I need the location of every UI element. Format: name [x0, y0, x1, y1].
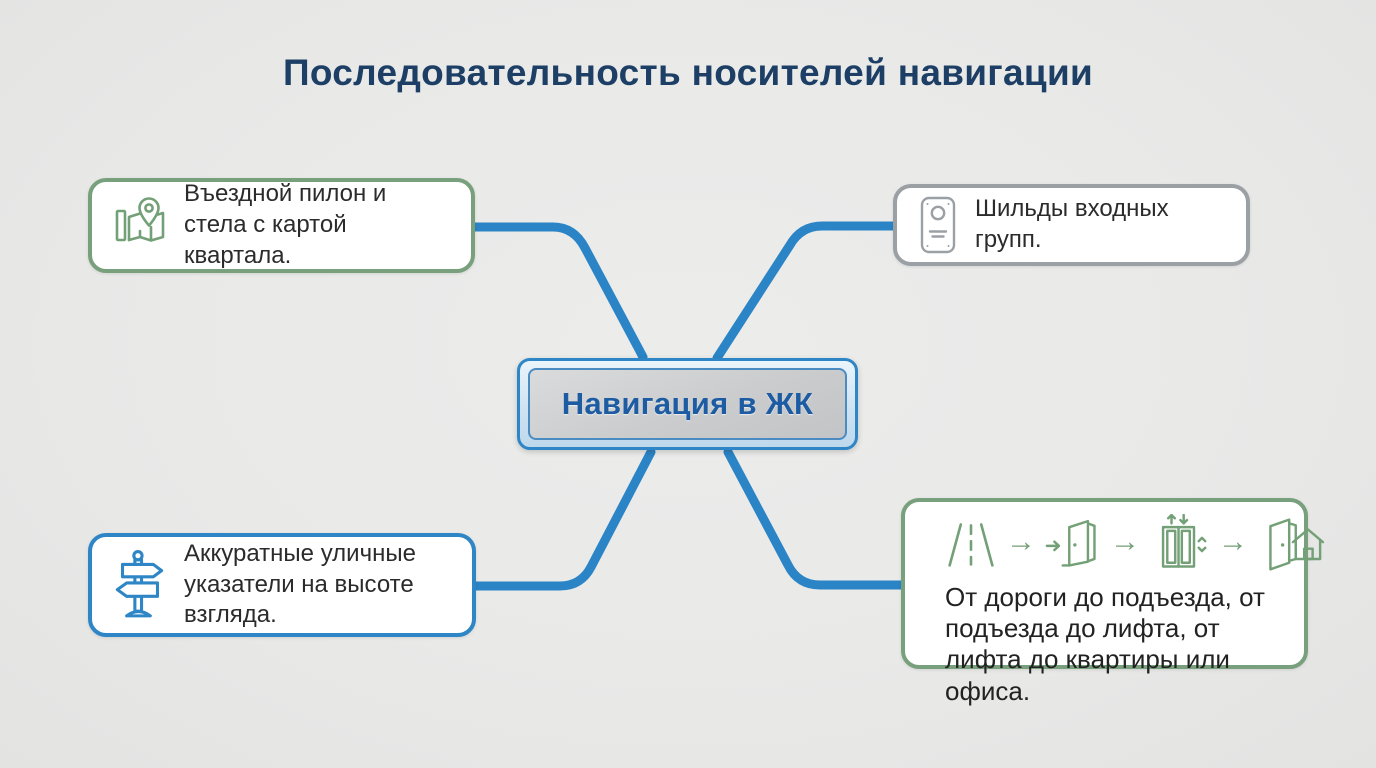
box-street-signs-text: Аккуратные уличные указатели на высоте в… [184, 539, 416, 629]
center-node-label: Навигация в ЖК [561, 386, 814, 421]
box-entry-pylon-text: Въездной пилон и стела с картой квартала… [184, 180, 387, 269]
box-entrance-plaques: Шильды входных групп. [893, 184, 1250, 266]
box-entry-pylon: Въездной пилон и стела с картой квартала… [88, 178, 475, 273]
connector-bottom-right [723, 447, 908, 590]
door-home-icon [1269, 518, 1325, 571]
route-icons-row: → → → [945, 514, 1327, 574]
connector-top-left [470, 222, 648, 362]
box-route-chain: → → → [901, 498, 1325, 706]
box-route-chain-text: От дороги до подъезда, от подъезда до ли… [945, 582, 1265, 706]
door-entry-icon [1045, 519, 1096, 567]
elevator-icon [1161, 514, 1207, 568]
box-entrance-plaques-text: Шильды входных групп. [975, 195, 1169, 253]
connector-bottom-left [471, 447, 656, 591]
center-node-plate: Навигация в ЖК [528, 368, 847, 440]
connector-top-right [712, 221, 898, 363]
map-with-pin-icon [115, 196, 165, 242]
center-node: Навигация в ЖК [517, 358, 858, 450]
page-title: Последовательность носителей навигации [282, 52, 1094, 93]
intercom-plaque-icon [920, 196, 956, 254]
signpost-icon [115, 550, 164, 618]
box-street-signs: Аккуратные уличные указатели на высоте в… [88, 533, 476, 637]
arrow-right-icon: → [1006, 525, 1036, 558]
road-icon [948, 523, 994, 567]
arrow-right-icon: → [1218, 525, 1248, 558]
arrow-right-icon: → [1110, 525, 1140, 558]
